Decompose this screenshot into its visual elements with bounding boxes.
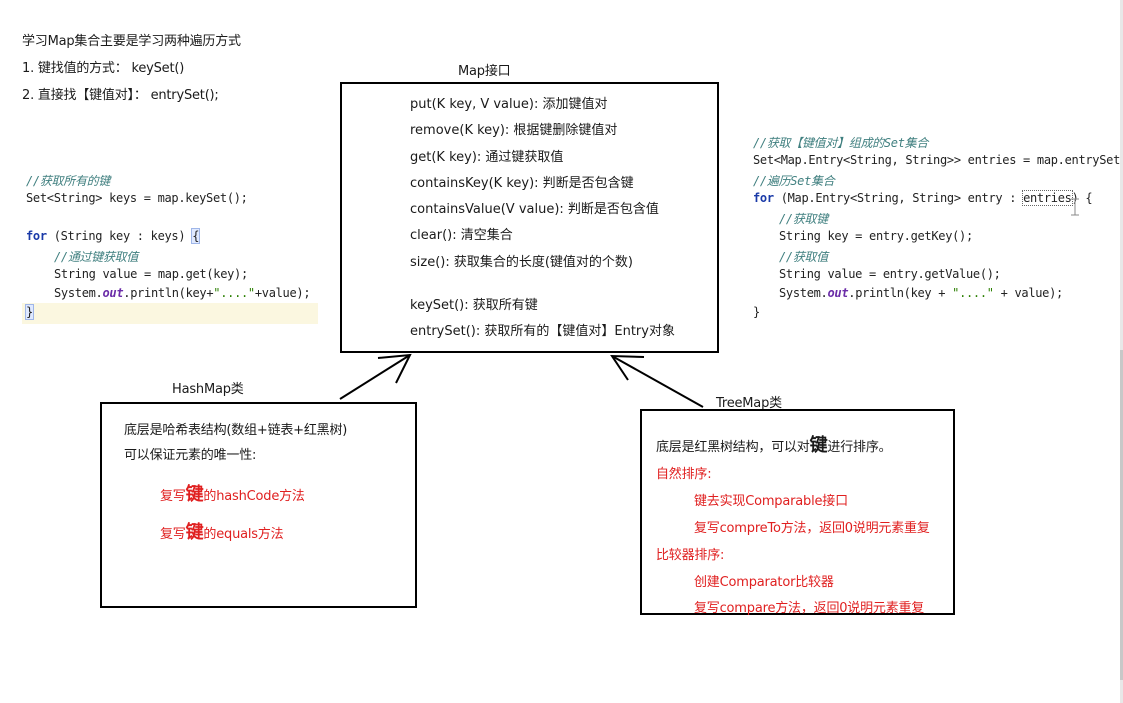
- treemap-comparator-2: 复写compare方法，返回0说明元素重复: [694, 601, 925, 616]
- matched-brace: }: [25, 304, 34, 320]
- treemap-comparator-1: 创建Comparator比较器: [694, 575, 834, 590]
- code-line: for (String key : keys) {: [26, 228, 201, 244]
- hashmap-line-1: 底层是哈希表结构(数组+链表+红黑树): [124, 423, 348, 438]
- map-method-item: keySet(): 获取所有键: [410, 298, 538, 313]
- hashmap-rule-2: 复写键的equals方法: [160, 522, 284, 543]
- map-method-item: containsValue(V value): 判断是否包含值: [410, 202, 659, 218]
- map-methods-list: put(K key, V value): 添加键值对 remove(K key):…: [410, 92, 659, 276]
- code-comment: //通过键获取值: [54, 250, 139, 264]
- left-code-block: //获取所有的键 Set<String> keys = map.keySet()…: [25, 172, 311, 324]
- map-method-item: containsKey(K key): 判断是否包含键: [410, 175, 634, 191]
- code-line: Set<String> keys = map.keySet();: [26, 191, 248, 205]
- scrollbar-thumb[interactable]: [1120, 350, 1123, 680]
- code-line: }: [753, 305, 760, 319]
- code-line: System.out.println(key + "...." + value)…: [779, 286, 1063, 300]
- code-line: String value = entry.getValue();: [779, 267, 1001, 281]
- entries-token: entries: [1022, 190, 1073, 206]
- hashmap-rule-1: 复写键的hashCode方法: [160, 484, 305, 505]
- intro-item-1: 1. 键找值的方式： keySet(): [22, 61, 185, 76]
- code-comment: //获取【键值对】组成的Set集合: [753, 136, 929, 150]
- treemap-arrow-head: [610, 354, 645, 381]
- intro-item-2: 2. 直接找【键值对】： entrySet();: [22, 88, 219, 103]
- treemap-title: TreeMap类: [716, 396, 782, 411]
- code-comment: //获取所有的键: [26, 174, 111, 188]
- hashmap-title: HashMap类: [172, 382, 244, 397]
- treemap-arrow-line: [611, 355, 704, 408]
- matched-brace: {: [191, 228, 201, 244]
- hashmap-arrow-head: [377, 353, 412, 384]
- map-method-item: remove(K key): 根据键删除键值对: [410, 123, 618, 139]
- intro-title: 学习Map集合主要是学习两种遍历方式: [22, 34, 241, 49]
- map-methods-list-2: keySet(): 获取所有键 entrySet(): 获取所有的【键值对】Ent…: [410, 293, 675, 346]
- treemap-natural-heading: 自然排序:: [656, 467, 712, 482]
- hashmap-line-2: 可以保证元素的唯一性:: [124, 448, 257, 463]
- code-line: String key = entry.getKey();: [779, 229, 973, 243]
- code-line: for (Map.Entry<String, String> entry : e…: [753, 190, 1093, 206]
- map-method-item: entrySet(): 获取所有的【键值对】Entry对象: [410, 324, 675, 340]
- treemap-box: 底层是红黑树结构，可以对键进行排序。 自然排序: 键去实现Comparable接…: [640, 409, 955, 616]
- current-line-highlight: [22, 303, 318, 324]
- map-method-item: get(K key): 通过键获取值: [410, 149, 564, 165]
- treemap-natural-1: 键去实现Comparable接口: [694, 494, 848, 509]
- code-line: Set<Map.Entry<String, String>> entries =…: [753, 153, 1123, 167]
- map-method-item: clear(): 清空集合: [410, 228, 513, 244]
- treemap-natural-2: 复写compreTo方法，返回0说明元素重复: [694, 521, 930, 536]
- map-method-item: put(K key, V value): 添加键值对: [410, 97, 608, 112]
- code-comment: //获取键: [779, 212, 828, 226]
- right-code-block: //获取【键值对】组成的Set集合 Set<Map.Entry<String, …: [753, 134, 1123, 324]
- code-comment: //获取值: [779, 250, 828, 264]
- map-method-item: size(): 获取集合的长度(键值对的个数): [410, 254, 634, 270]
- code-comment: //遍历Set集合: [753, 174, 835, 188]
- text-cursor-icon: [1071, 198, 1079, 216]
- hashmap-arrow-line: [339, 354, 411, 400]
- hashmap-box: 底层是哈希表结构(数组+链表+红黑树) 可以保证元素的唯一性: 复写键的hash…: [100, 402, 417, 608]
- treemap-line-1: 底层是红黑树结构，可以对键进行排序。: [656, 435, 892, 456]
- code-line: System.out.println(key+"...."+value);: [54, 286, 311, 300]
- code-line: String value = map.get(key);: [54, 267, 248, 281]
- map-interface-title: Map接口: [458, 64, 511, 79]
- treemap-comparator-heading: 比较器排序:: [656, 548, 725, 563]
- map-interface-box: put(K key, V value): 添加键值对 remove(K key):…: [340, 82, 719, 353]
